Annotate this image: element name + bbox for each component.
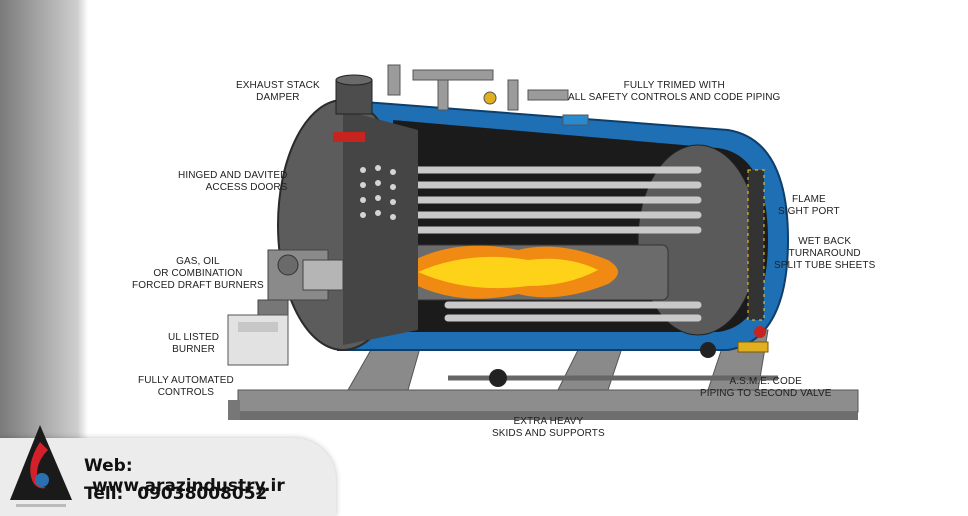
control-panel [227, 314, 289, 366]
label-line: CONTROLS [157, 387, 215, 398]
label-line: GAS, OIL [176, 256, 220, 267]
label-line: DAMPER [256, 92, 300, 103]
label-flame-sight-port: FLAME SIGHT PORT [778, 194, 840, 218]
label-line: ALL SAFETY CONTROLS AND CODE PIPING [568, 92, 781, 103]
tel-value[interactable]: 09038008052 [137, 484, 268, 504]
bottom-piping [448, 326, 778, 387]
label-line: SIGHT PORT [778, 206, 840, 217]
label-line: FULLY AUTOMATED [138, 375, 234, 386]
front-head [277, 99, 418, 351]
label-line: SKIDS AND SUPPORTS [492, 428, 605, 439]
label-hinged-doors: HINGED AND DAVITED ACCESS DOORS [178, 170, 287, 194]
contact-panel: Web: www.arazindustry.ir Tell: 090380080… [0, 438, 336, 516]
label-ul-listed: UL LISTED BURNER [168, 332, 219, 356]
web-value[interactable]: www.arazindustry.ir [92, 476, 285, 496]
exhaust-stack [335, 74, 373, 115]
web-line: Web: www.arazindustry.ir [84, 456, 336, 496]
label-line: FLAME [791, 194, 826, 205]
boiler-shell [337, 98, 790, 351]
tel-label: Tell: [84, 484, 124, 504]
web-label: Web: [84, 456, 133, 476]
araz-logo [10, 425, 72, 507]
label-line: ACCESS DOORS [205, 182, 288, 193]
label-line: HINGED AND DAVITED [178, 170, 288, 181]
label-line: EXTRA HEAVY [513, 416, 584, 427]
label-exhaust-stack: EXHAUST STACK DAMPER [236, 80, 320, 104]
label-line: PIPING TO SECOND VALVE [700, 388, 832, 399]
label-fully-trimed: FULLY TRIMED WITH ALL SAFETY CONTROLS AN… [568, 80, 780, 104]
label-line: UL LISTED [168, 332, 220, 343]
label-line: A.S.M.E. CODE [729, 376, 802, 387]
label-line: TURNAROUND [788, 248, 861, 259]
tel-line: Tell: 09038008052 [84, 484, 267, 504]
label-burners: GAS, OIL OR COMBINATION FORCED DRAFT BUR… [132, 256, 264, 292]
label-line: WET BACK [798, 236, 852, 247]
top-piping [387, 64, 589, 126]
label-automated-controls: FULLY AUTOMATED CONTROLS [138, 375, 234, 399]
label-line: OR COMBINATION [153, 268, 243, 279]
label-line: BURNER [172, 344, 215, 355]
label-line: FORCED DRAFT BURNERS [132, 280, 264, 291]
label-asme-code: A.S.M.E. CODE PIPING TO SECOND VALVE [700, 376, 832, 400]
label-line: FULLY TRIMED WITH [623, 80, 725, 91]
label-line: SPLIT TUBE SHEETS [774, 260, 876, 271]
boiler-cutaway-illustration [227, 64, 859, 420]
label-extra-heavy-skids: EXTRA HEAVY SKIDS AND SUPPORTS [492, 416, 605, 440]
label-line: EXHAUST STACK [236, 80, 320, 91]
label-wet-back: WET BACK TURNAROUND SPLIT TUBE SHEETS [774, 236, 875, 272]
